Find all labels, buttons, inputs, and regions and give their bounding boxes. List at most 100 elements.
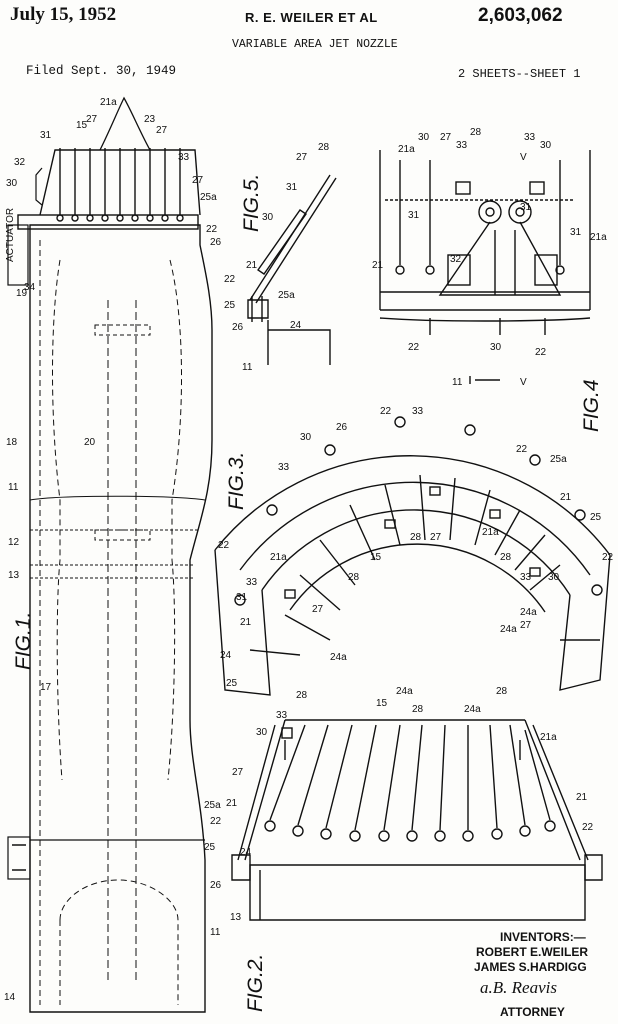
ref-28-fig2a: 28	[296, 690, 308, 701]
ref-13-fig1: 13	[8, 570, 20, 581]
ref-30-fig3b: 30	[548, 572, 560, 583]
ref-26-fig2: 26	[210, 880, 222, 891]
ref-31-fig4b: 31	[520, 202, 532, 213]
ref-34-fig1: 34	[24, 282, 36, 293]
ref-25-fig2: 25	[204, 842, 216, 853]
ref-31-fig5: 31	[286, 182, 298, 193]
ref-30-fig4c: 30	[490, 342, 502, 353]
ref-33-fig3a: 33	[412, 406, 424, 417]
ref-22-fig3d: 22	[218, 540, 230, 551]
attorney-signature: a.B. Reavis	[480, 978, 557, 997]
fig5-title: FIG.5.	[240, 174, 263, 232]
ref-30-fig4a: 30	[418, 132, 430, 143]
ref-26-fig5: 26	[232, 322, 244, 333]
ref-30-fig2: 30	[256, 727, 268, 738]
ref-21a-fig1a: 21a	[100, 97, 117, 108]
ref-30-fig5: 30	[262, 212, 274, 223]
ref-25a-fig5: 25a	[278, 290, 295, 301]
ref-21a-fig4a: 21a	[398, 144, 415, 155]
patent-date: July 15, 1952	[10, 4, 117, 25]
ref-21a-fig3a: 21a	[270, 552, 287, 563]
ref-24a-fig3a: 24a	[520, 607, 537, 618]
ref-V-fig4b: V	[520, 377, 527, 388]
ref-25a-fig2: 25a	[204, 800, 221, 811]
inventor-1: ROBERT E.WEILER	[476, 945, 589, 959]
ref-22-fig2a: 22	[210, 816, 222, 827]
ref-33-fig3b: 33	[278, 462, 290, 473]
ref-24-fig5: 24	[290, 320, 302, 331]
ref-24a-fig3c: 24a	[330, 652, 347, 663]
ref-22-fig3b: 22	[516, 444, 528, 455]
ref-15-fig2: 15	[376, 698, 388, 709]
ref-27-fig3c: 27	[520, 620, 532, 631]
ref-22-fig2b: 22	[582, 822, 594, 833]
ref-24-fig3: 24	[220, 650, 232, 661]
patent-title: VARIABLE AREA JET NOZZLE	[232, 38, 398, 51]
inventor-names-header: R. E. WEILER ET AL	[245, 10, 378, 25]
fig1-title: FIG.1.	[12, 612, 35, 670]
ref-15-fig1: 15	[76, 120, 88, 131]
ref-24a-fig2b: 24a	[464, 704, 481, 715]
ref-31-fig4a: 31	[408, 210, 420, 221]
ref-13-fig2: 13	[230, 912, 242, 923]
ref-28-fig5: 28	[318, 142, 330, 153]
ref-26-fig1: 26	[210, 237, 222, 248]
ref-28-fig2c: 28	[496, 686, 508, 697]
ref-V-fig4a: V	[520, 152, 527, 163]
ref-22-fig4a: 22	[408, 342, 420, 353]
fig2-title: FIG.2.	[244, 954, 267, 1012]
ref-21a-fig3b: 21a	[482, 527, 499, 538]
ref-33-fig4b: 33	[524, 132, 536, 143]
fig4-mechanism-drawing	[379, 150, 591, 384]
ref-33-fig2: 33	[276, 710, 288, 721]
ref-33-fig4a: 33	[456, 140, 468, 151]
filed-date: Filed Sept. 30, 1949	[26, 64, 177, 78]
ref-24-fig2: 24	[240, 847, 252, 858]
ref-25-fig3a: 25	[590, 512, 602, 523]
ref-27-fig1c: 27	[192, 175, 204, 186]
ref-27-fig1a: 27	[86, 114, 98, 125]
ref-27-fig5: 27	[296, 152, 308, 163]
ref-21-fig5: 21	[246, 260, 258, 271]
ref-32-fig4: 32	[450, 254, 462, 265]
ref-27-fig1b: 27	[156, 125, 168, 136]
ref-24a-fig3b: 24a	[500, 624, 517, 635]
ref-26-fig3: 26	[336, 422, 348, 433]
ref-20-fig1: 20	[84, 437, 96, 448]
ref-17-fig1: 17	[40, 682, 52, 693]
ref-22-fig3a: 22	[380, 406, 392, 417]
fig2-nozzle-drawing	[231, 719, 603, 921]
fig3-flange-drawing	[214, 416, 611, 696]
ref-31-fig1: 31	[40, 130, 52, 141]
ref-28-fig3a: 28	[410, 532, 422, 543]
ref-23-fig1: 23	[144, 114, 156, 125]
ref-32-fig1: 32	[14, 157, 26, 168]
fig1-engine-drawing	[7, 96, 213, 1013]
ref-24a-fig2a: 24a	[396, 686, 413, 697]
ref-30-fig4b: 30	[540, 140, 552, 151]
ref-25-fig5: 25	[224, 300, 236, 311]
ref-18-fig1: 18	[6, 437, 18, 448]
ref-21-fig2a: 21	[226, 798, 238, 809]
ref-28-fig3c: 28	[348, 572, 360, 583]
ref-11-fig2: 11	[210, 927, 221, 938]
fig4-title: FIG.4	[580, 379, 603, 432]
patent-number: 2,603,062	[478, 5, 563, 26]
ref-28-fig2b: 28	[412, 704, 424, 715]
ref-28-fig4: 28	[470, 127, 482, 138]
ref-15-fig3: 15	[370, 552, 382, 563]
fig5-section-drawing	[247, 174, 337, 365]
attorney-label: ATTORNEY	[500, 1005, 565, 1019]
ref-21a-fig2: 21a	[540, 732, 557, 743]
ref-11-fig5: 11	[242, 362, 253, 373]
ref-30-fig3a: 30	[300, 432, 312, 443]
ref-11-fig4: 11	[452, 377, 463, 388]
fig3-title: FIG.3.	[225, 452, 248, 510]
sheet-count: 2 SHEETS--SHEET 1	[458, 67, 581, 81]
actuator-label: ACTUATOR	[5, 208, 16, 262]
ref-25-fig3b: 25	[226, 678, 238, 689]
ref-33-fig1: 33	[178, 152, 190, 163]
ref-28-fig3b: 28	[500, 552, 512, 563]
